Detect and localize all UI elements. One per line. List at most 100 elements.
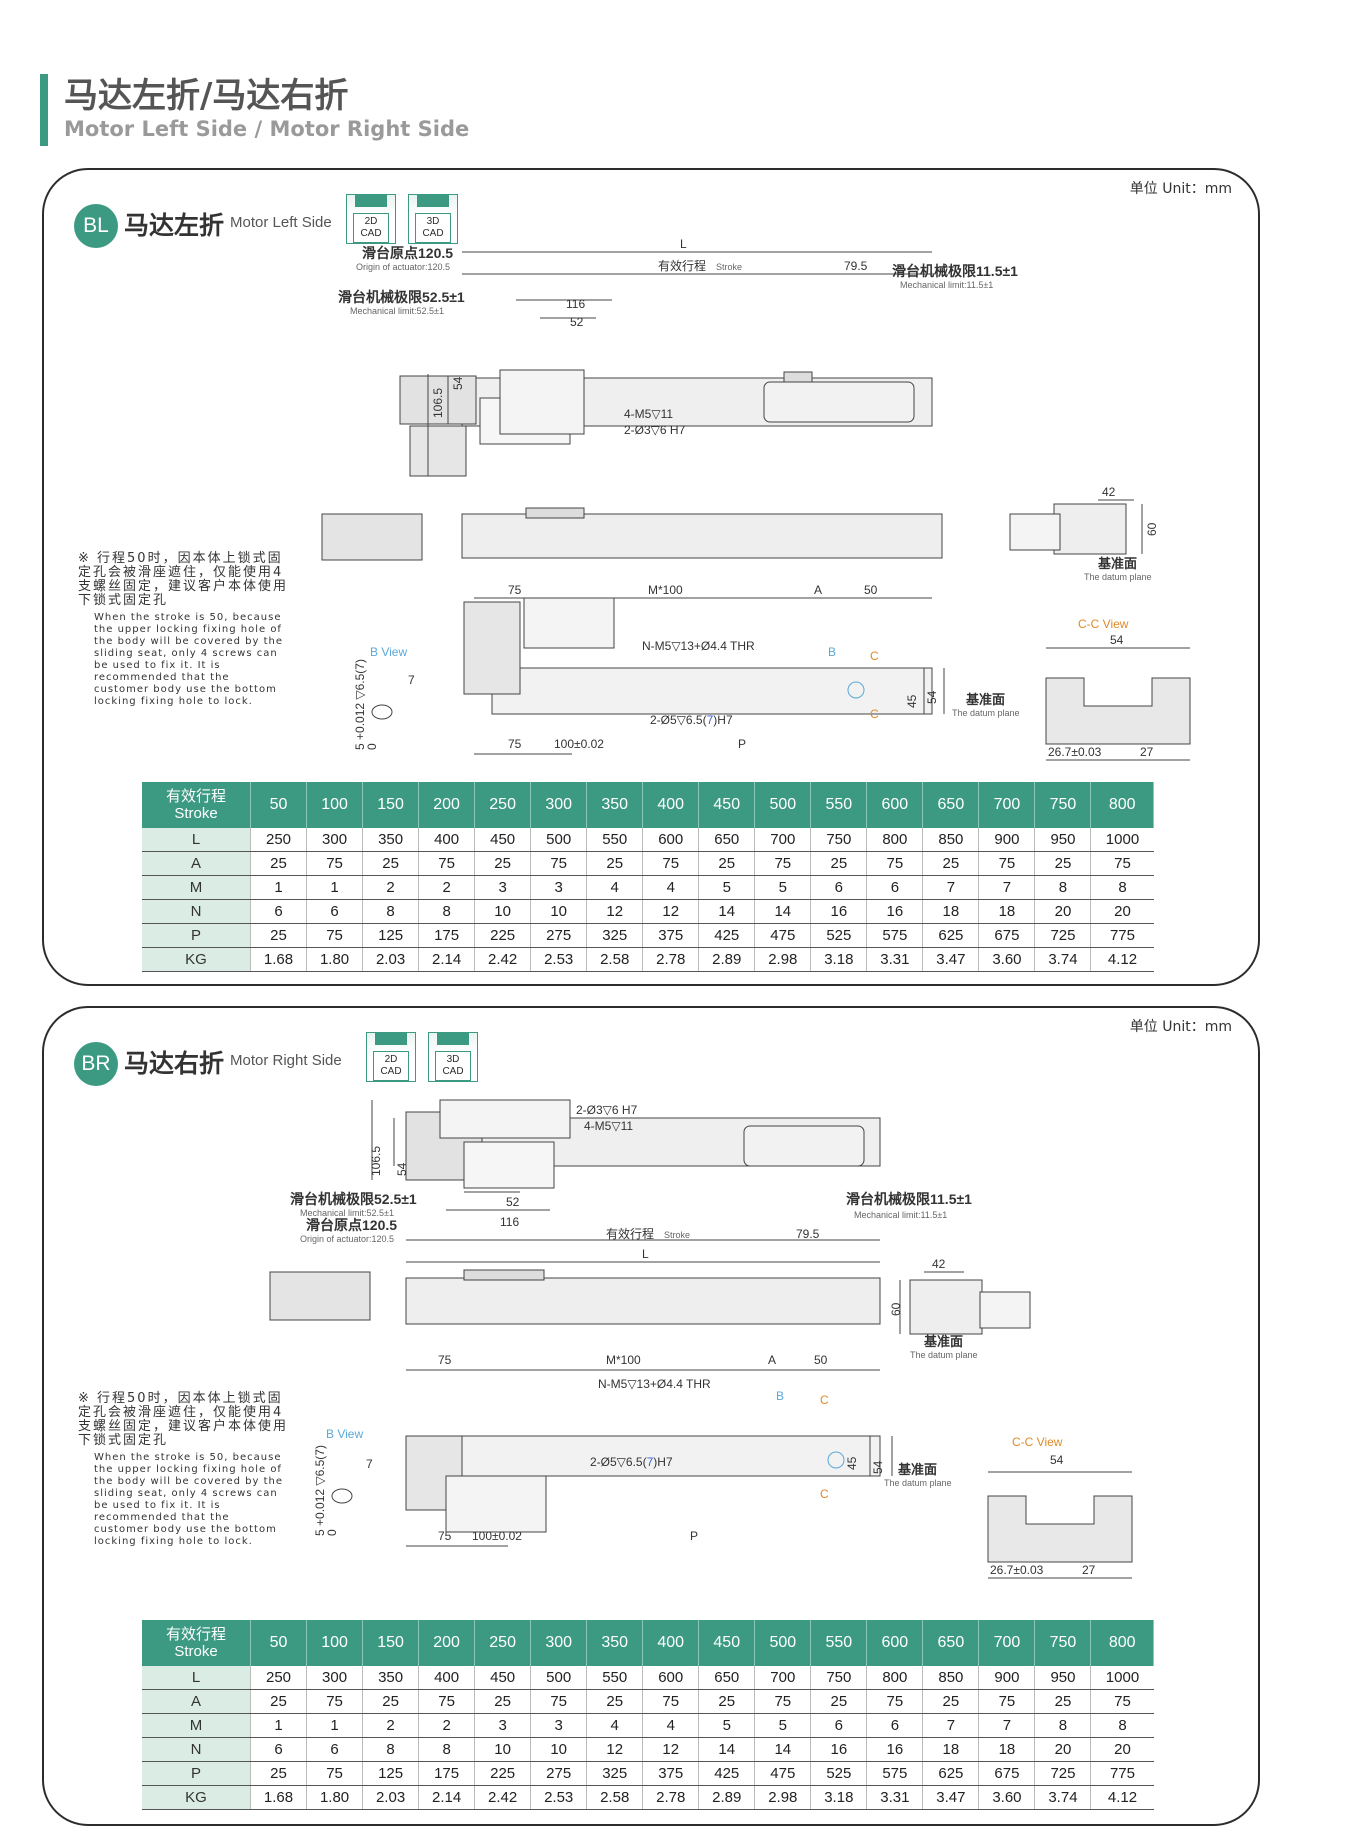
table-cell: 1 <box>306 1713 363 1738</box>
table-cell: 3 <box>474 875 531 900</box>
svg-text:45: 45 <box>905 694 919 708</box>
table-cell: 2.03 <box>362 1785 419 1810</box>
table-cell: 1000 <box>1090 828 1154 852</box>
svg-text:基准面: 基准面 <box>965 692 1005 707</box>
table-cell: 175 <box>418 923 475 948</box>
table-cell: 20 <box>1090 899 1154 924</box>
table-cell: 2 <box>362 1713 419 1738</box>
svg-text:7: 7 <box>408 673 415 687</box>
svg-text:5 +0.012 ▽6.5(7): 5 +0.012 ▽6.5(7) <box>313 1445 327 1536</box>
svg-text:75: 75 <box>508 583 522 597</box>
table-cell: 3.31 <box>866 947 923 972</box>
table-cell: 75 <box>1090 851 1154 876</box>
svg-text:滑台机械极限11.5±1: 滑台机械极限11.5±1 <box>846 1191 972 1207</box>
svg-text:滑台原点120.5: 滑台原点120.5 <box>306 1217 397 1233</box>
svg-text:P: P <box>690 1529 698 1543</box>
table-cell: 10 <box>474 899 531 924</box>
side-view-body <box>461 513 943 559</box>
table-cell: 2.42 <box>474 947 531 972</box>
stroke-note: ※ 行程50时，因本体上锁式固定孔会被滑座遮住，仅能使用4支螺丝固定，建议客户本… <box>78 1391 289 1548</box>
table-cell: 25 <box>474 851 531 876</box>
table-cell: 25 <box>249 1761 307 1786</box>
motor-housing <box>439 1099 571 1139</box>
section-title-en: Motor Left Side <box>230 214 332 231</box>
svg-text:4-M5▽11: 4-M5▽11 <box>584 1119 633 1133</box>
table-cell: 325 <box>586 923 643 948</box>
table-cell: 550 <box>586 1666 643 1690</box>
table-cell: 25 <box>1034 851 1091 876</box>
table-cell: 950 <box>1034 828 1091 852</box>
table-cell: 75 <box>642 851 699 876</box>
table-cell: 6 <box>306 1737 363 1762</box>
svg-text:42: 42 <box>1102 485 1116 499</box>
table-cell: 3 <box>530 875 587 900</box>
table-cell: 6 <box>306 899 363 924</box>
table-cell: 7 <box>978 875 1035 900</box>
table-cell: 3.74 <box>1034 947 1091 972</box>
svg-text:42: 42 <box>932 1257 946 1271</box>
table-cell: 775 <box>1090 1761 1154 1786</box>
svg-text:100±0.02: 100±0.02 <box>554 737 604 751</box>
svg-text:基准面: 基准面 <box>1097 556 1137 571</box>
table-cell: 2 <box>362 875 419 900</box>
table-cell: 425 <box>698 1761 755 1786</box>
table-cell: 6 <box>866 1713 923 1738</box>
table-cell: 75 <box>754 851 811 876</box>
table-cell: 575 <box>866 923 923 948</box>
page-subtitle: Motor Left Side / Motor Right Side <box>64 117 470 141</box>
table-cell: 75 <box>306 851 363 876</box>
table-cell: 2.89 <box>698 947 755 972</box>
row-label: A <box>142 851 251 876</box>
page-header: 马达左折/马达右折 Motor Left Side / Motor Right … <box>40 74 469 146</box>
table-cell: 75 <box>418 851 475 876</box>
svg-text:有效行程: 有效行程 <box>658 258 706 273</box>
svg-text:54: 54 <box>871 1460 885 1474</box>
table-cell: 475 <box>754 1761 811 1786</box>
table-cell: 8 <box>418 1737 475 1762</box>
svg-text:5 +0.012 ▽6.5(7): 5 +0.012 ▽6.5(7) <box>353 659 367 750</box>
table-cell: 650 <box>698 828 755 852</box>
table-cell: 500 <box>530 828 587 852</box>
side-view-motor <box>321 513 423 561</box>
table-cell: 75 <box>866 1689 923 1714</box>
table-cell: 7 <box>922 875 979 900</box>
table-cell: 6 <box>249 1737 307 1762</box>
floppy-icon <box>375 1033 407 1045</box>
table-cell: 3.60 <box>978 1785 1035 1810</box>
table-cell: 6 <box>810 875 867 900</box>
svg-text:100±0.02: 100±0.02 <box>472 1529 522 1543</box>
table-cell: 675 <box>978 923 1035 948</box>
table-cell: 75 <box>306 923 363 948</box>
table-cell: 275 <box>530 923 587 948</box>
table-cell: 12 <box>586 1737 643 1762</box>
table-cell: 1.80 <box>306 1785 363 1810</box>
table-cell: 1 <box>249 875 307 900</box>
table-cell: 300 <box>306 828 363 852</box>
table-cell: 5 <box>698 875 755 900</box>
row-label: L <box>142 1666 251 1690</box>
table-cell: 2.42 <box>474 1785 531 1810</box>
table-cell: 14 <box>754 1737 811 1762</box>
table-cell: 2.89 <box>698 1785 755 1810</box>
svg-text:45: 45 <box>845 1456 859 1470</box>
svg-text:116: 116 <box>566 297 585 311</box>
table-cell: 950 <box>1034 1666 1091 1690</box>
svg-text:52: 52 <box>570 315 584 329</box>
table-cell: 725 <box>1034 923 1091 948</box>
svg-text:2-Ø3▽6 H7: 2-Ø3▽6 H7 <box>624 423 686 437</box>
table-cell: 250 <box>249 828 307 852</box>
table-cell: 2.78 <box>642 1785 699 1810</box>
row-label: KG <box>142 947 251 972</box>
